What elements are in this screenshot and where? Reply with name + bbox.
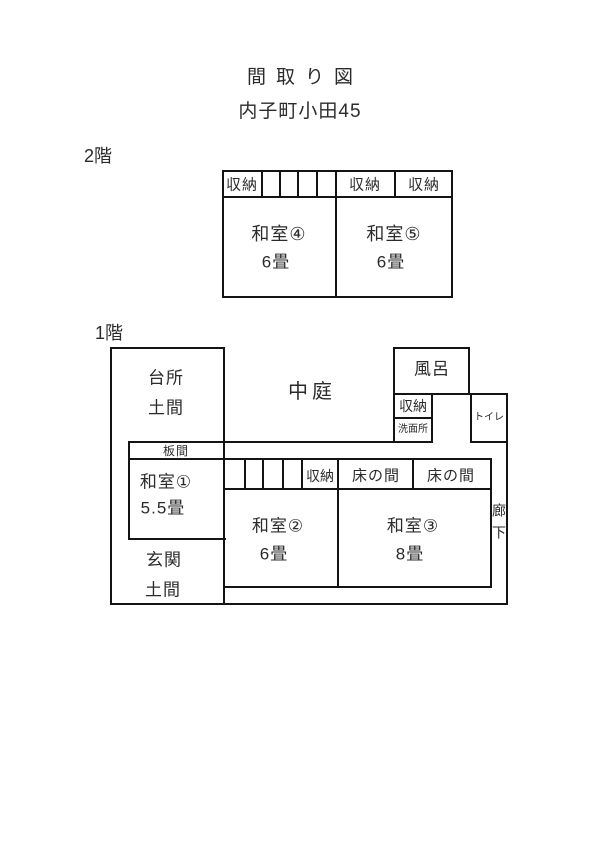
f2-room5-label: 和室⑤: [366, 224, 422, 244]
wall: [222, 196, 453, 198]
wall: [506, 441, 508, 605]
wall: [301, 458, 303, 490]
entrance-doma-label: 土間: [145, 580, 181, 600]
bath-label: 風呂: [414, 359, 450, 379]
f2-storage-left-label: 収納: [225, 176, 259, 194]
floor2-label: 2階: [84, 146, 113, 166]
room3-label: 和室③: [386, 516, 440, 536]
f2-room4-label: 和室④: [251, 224, 307, 244]
floor1-label: 1階: [95, 323, 124, 343]
toilet-label: トイレ: [474, 412, 504, 423]
wall: [128, 441, 130, 539]
wall: [490, 458, 492, 588]
kitchen-doma-label: 土間: [148, 398, 184, 418]
storage-label: 収納: [306, 468, 334, 484]
wall: [224, 586, 492, 588]
floor2-plan-outline: [222, 170, 453, 298]
tokonoma-right-label: 床の間: [426, 467, 476, 485]
wall: [282, 458, 284, 490]
toilet-room: [470, 393, 508, 443]
wall: [412, 458, 414, 490]
room1-label: 和室①: [139, 472, 193, 492]
wall: [316, 170, 318, 198]
room3-size-label: 8畳: [395, 544, 425, 564]
tokonoma-left-label: 床の間: [351, 467, 401, 485]
room2-label: 和室②: [251, 516, 305, 536]
wall: [128, 441, 394, 443]
itama-label: 板間: [162, 444, 190, 458]
wall: [262, 458, 264, 490]
f2-storage-right-label: 収納: [407, 176, 441, 194]
room2-size-label: 6畳: [259, 544, 289, 564]
wall: [110, 603, 508, 605]
wall: [337, 458, 339, 588]
courtyard-label: 中庭: [288, 381, 336, 403]
f2-room5-size-label: 6畳: [376, 252, 406, 272]
room1-size-label: 5.5畳: [140, 498, 186, 518]
corridor-label: 廊下: [491, 503, 507, 547]
washroom-label: 洗面所: [398, 424, 428, 435]
wall: [128, 538, 226, 540]
bath-storage-label: 収納: [399, 398, 427, 414]
entrance-label: 玄関: [146, 550, 182, 570]
f2-storage-mid-label: 収納: [348, 176, 382, 194]
wall: [335, 170, 337, 298]
f2-room4-size-label: 6畳: [261, 252, 291, 272]
wall: [394, 170, 396, 198]
wall: [244, 458, 246, 490]
washroom-room: [393, 417, 433, 443]
page-title: 間取り図: [246, 67, 363, 88]
wall: [297, 170, 299, 198]
wall: [128, 458, 492, 460]
wall: [279, 170, 281, 198]
wall: [224, 488, 492, 490]
address: 内子町小田45: [238, 101, 362, 122]
wall: [261, 170, 263, 198]
kitchen-label: 台所: [148, 368, 184, 388]
